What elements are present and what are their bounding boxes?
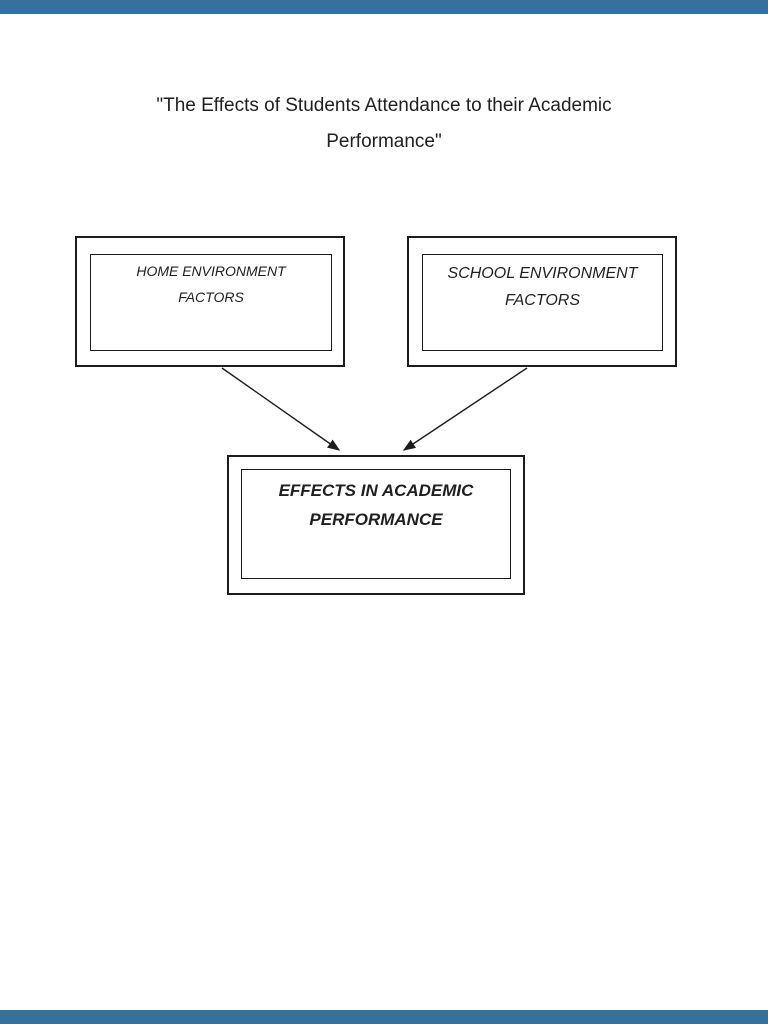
title-line-2: Performance" <box>326 131 442 152</box>
node-home-label-line2: FACTORS <box>178 289 244 305</box>
edge-home-to-effects <box>221 367 341 451</box>
edge-school-to-effects <box>402 367 528 451</box>
node-school-inner-frame: SCHOOL ENVIRONMENT FACTORS <box>422 254 663 351</box>
title-line-1: "The Effects of Students Attendance to t… <box>156 95 612 116</box>
node-effects-in-academic-performance: EFFECTS IN ACADEMIC PERFORMANCE <box>227 455 525 595</box>
node-home-inner-frame: HOME ENVIRONMENT FACTORS <box>90 254 332 351</box>
viewer-letterbox-bottom <box>0 1010 768 1024</box>
node-school-label-line1: SCHOOL ENVIRONMENT <box>447 265 638 282</box>
node-school-environment-factors: SCHOOL ENVIRONMENT FACTORS <box>407 236 677 367</box>
node-effects-label-line1: EFFECTS IN ACADEMIC <box>278 481 474 500</box>
node-school-label-line2: FACTORS <box>505 292 580 309</box>
viewer-letterbox-top <box>0 0 768 14</box>
node-home-label-line1: HOME ENVIRONMENT <box>136 263 286 279</box>
document-title: "The Effects of Students Attendance to t… <box>0 88 768 160</box>
node-home-environment-factors: HOME ENVIRONMENT FACTORS <box>75 236 345 367</box>
node-effects-label-line2: PERFORMANCE <box>309 510 443 529</box>
node-effects-inner-frame: EFFECTS IN ACADEMIC PERFORMANCE <box>241 469 511 579</box>
